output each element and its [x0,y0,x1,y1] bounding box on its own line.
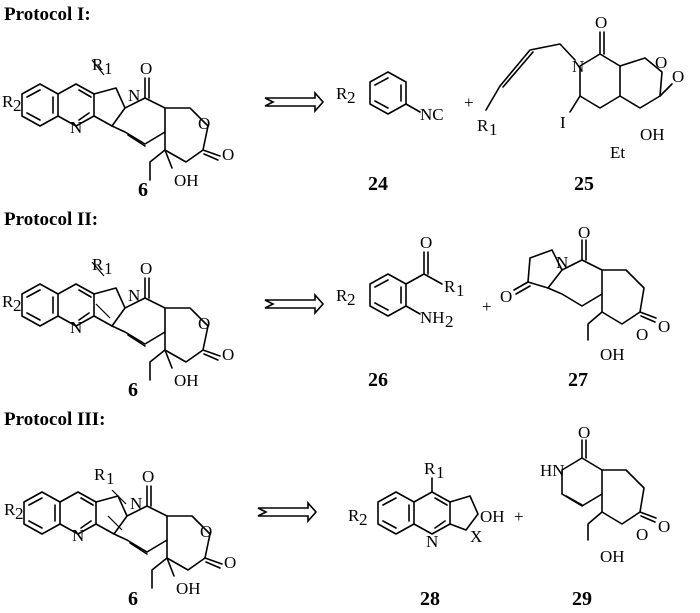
p1-prod-n: N [70,118,82,137]
r27-oh: OH [600,345,625,364]
r25-i: I [560,113,566,132]
p2-prod-r1-sub: 1 [104,259,113,278]
r28-r1-sub: 1 [436,463,445,482]
r25-o-ketone: O [595,13,607,32]
p2-prod-r2-sub: 2 [13,296,22,315]
p1-prod-r2-sub: 2 [13,96,22,115]
p3-prod-r1-sub: 1 [106,469,115,488]
r26-r1: R [444,277,456,296]
r27-o-ketone: O [578,223,590,242]
r25-o-lactone: O [672,67,684,86]
p2-prod-r2: R [2,292,14,311]
r25-oh: OH [640,125,665,144]
p3-prod-o-ring: O [200,522,212,541]
protocol-2-arrow [264,294,324,314]
r29-o-ring: O [636,525,648,544]
p1-prod-o-ring: O [198,114,210,133]
r29-number: 29 [572,588,592,610]
p2-prod-o-ring: O [198,314,210,333]
protocol-2-product: R 1 R 2 N N O O O OH 6 [2,255,234,401]
protocol-3-reactant-29: HN O O O OH 29 [540,423,670,610]
protocol-1-arrow [264,92,324,112]
r26-nh2-sub: 2 [445,312,454,331]
p1-prod-n2: N [128,86,140,105]
p1-prod-r1-sub: 1 [104,59,113,78]
p1-prod-oh: OH [174,171,199,190]
r27-o-cp: O [500,287,512,306]
p3-prod-o-lactone: O [224,553,236,572]
r26-number: 26 [368,369,388,391]
p2-prod-number: 6 [128,379,138,401]
r27-number: 27 [568,369,588,391]
r25-et: Et [610,143,625,162]
p3-prod-r1: R [94,465,106,484]
r28-x: X [470,527,482,546]
r27-o-ring: O [636,325,648,344]
protocol-3-product: R 1 R 2 N N O O O OH 6 [4,465,236,610]
r24-nc: NC [420,105,444,124]
r29-o-ketone: O [578,423,590,442]
p3-prod-o-ketone: O [142,467,154,486]
p3-prod-r2-sub: 2 [15,504,24,523]
r28-r1: R [424,459,436,478]
r26-r2-sub: 2 [347,290,356,309]
r28-oh: OH [480,507,505,526]
p2-prod-oh: OH [174,371,199,390]
r24-r2: R [336,84,348,103]
protocol-2-reactant-26: O R 1 R 2 NH 2 26 [336,233,465,391]
r26-r2: R [336,286,348,305]
protocol-1-reactant-25: R 1 I N O O O Et OH 25 [477,13,684,195]
r25-n: N [572,57,584,76]
p1-prod-o-lactone: O [222,145,234,164]
r25-r1-sub: 1 [489,120,498,139]
p1-prod-r1: R [92,55,104,74]
p3-plus: + [514,507,524,526]
p3-prod-number: 6 [128,588,138,610]
p1-prod-o-ketone: O [140,59,152,78]
p3-prod-n: N [72,526,84,545]
r25-r1: R [477,116,489,135]
protocol-2-reactant-27: O N O O O OH 27 [500,223,670,391]
p3-prod-n2: N [130,494,142,513]
p2-plus: + [482,297,492,316]
p2-prod-o-ketone: O [140,259,152,278]
r27-n: N [556,253,568,272]
r28-n: N [426,532,438,551]
p1-plus: + [464,93,474,112]
r29-hn: HN [540,461,565,480]
protocol-1-title: Protocol I: [4,4,91,25]
p2-prod-r1: R [92,255,104,274]
protocol-3-arrow [257,502,317,522]
p1-prod-number: 6 [138,179,148,201]
r27-o-lactone: O [658,317,670,336]
protocol-2-title: Protocol II: [4,209,99,230]
p3-prod-oh: OH [176,579,201,598]
r26-r1-sub: 1 [456,281,465,300]
r29-oh: OH [600,547,625,566]
protocol-3-title: Protocol III: [4,409,106,430]
r25-number: 25 [574,173,594,195]
r24-r2-sub: 2 [347,88,356,107]
r25-o-ring: O [655,53,667,72]
r26-o: O [420,233,432,252]
protocol-1-reactant-24: R 2 NC 24 [336,71,444,195]
protocol-1-product: R 1 R 2 N N O O O OH 6 [2,55,234,201]
p3-prod-r2: R [4,500,16,519]
r28-r2: R [348,506,360,525]
r28-number: 28 [420,588,440,610]
protocol-3-reactant-28: R 1 R 2 N X OH 28 [348,459,505,610]
p1-prod-r2: R [2,92,14,111]
r26-nh2: NH [420,308,445,327]
r29-o-lactone: O [658,517,670,536]
p2-prod-o-lactone: O [222,345,234,364]
r24-number: 24 [368,173,388,195]
p2-prod-n: N [70,318,82,337]
p2-prod-n2: N [128,286,140,305]
r28-r2-sub: 2 [359,510,368,529]
